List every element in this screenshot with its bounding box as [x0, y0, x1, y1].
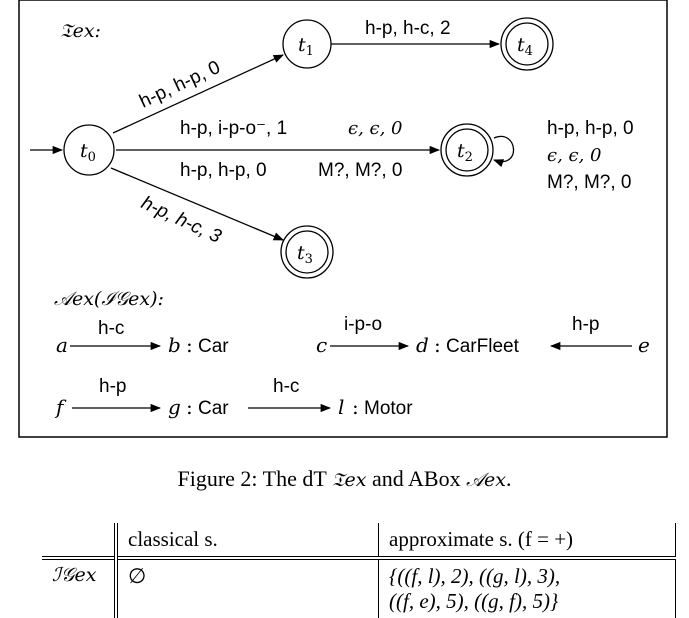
label-t0-t1: h-p, h-p, 0 [136, 57, 223, 113]
caption-a-symbol: 𝒜ex [466, 469, 507, 491]
state-t1: t1 [282, 19, 332, 69]
edge-t2-loop [493, 135, 515, 168]
abox-role-ab: h-c [98, 318, 124, 339]
state-t4: t4 [500, 17, 554, 71]
abox-colon-d: : [434, 333, 441, 357]
header-empty [42, 523, 118, 558]
abox-colon-b: : [186, 333, 193, 357]
caption-t-symbol: 𝔗ex [331, 469, 367, 491]
abox-role-cd: i-p-o [344, 314, 382, 335]
label-t1-t4: h-p, h-c, 2 [365, 18, 451, 39]
abox-d: d [416, 333, 429, 357]
abox-c: c [316, 333, 327, 357]
abox-colon-g: : [186, 395, 193, 419]
label-t0-t2-1: h-p, i-p-o⁻, 1 [180, 118, 287, 139]
abox-colon-l: : [352, 395, 359, 419]
state-t0: t0 [63, 124, 115, 176]
caption-prefix: Figure 2: The dT [177, 466, 332, 491]
table-row: ℐ𝒢ex ∅ {((f, l), 2), ((g, l), 3), ((f, e… [42, 558, 676, 618]
abox-g: g [168, 395, 181, 419]
row-approximate: {((f, l), 2), ((g, l), 3), ((f, e), 5), … [378, 558, 676, 618]
abox-title: 𝒜ex(ℐ𝒢ex): [54, 288, 164, 310]
edge-t0-t3 [110, 167, 284, 241]
dt-title: 𝔗ex: [60, 20, 101, 42]
label-t0-t2-2: ϵ, ϵ, 0 [348, 118, 403, 139]
label-loop-3: M?, M?, 0 [547, 172, 631, 193]
label-t0-t2-4: M?, M?, 0 [318, 160, 402, 181]
label-loop-1: h-p, h-p, 0 [547, 118, 634, 139]
table-header-row: classical s. approximate s. (f = +) [42, 523, 676, 558]
row-classical: ∅ [116, 558, 379, 618]
abox-g-type: Car [198, 398, 229, 419]
header-approximate: approximate s. (f = +) [378, 523, 676, 558]
row-approximate-line1: {((f, l), 2), ((g, l), 3), [389, 564, 561, 588]
abox-b-type: Car [198, 336, 229, 357]
abox-l: l [338, 395, 344, 419]
abox-l-type: Motor [364, 398, 413, 419]
label-t0-t3: h-p, h-c, 3 [138, 192, 225, 247]
caption-suffix: . [506, 466, 512, 491]
caption-middle: and ABox [366, 466, 467, 491]
abox-a: a [56, 333, 68, 357]
row-approximate-line2: ((f, e), 5), ((g, f), 5)} [389, 589, 559, 613]
label-loop-2: ϵ, ϵ, 0 [547, 145, 602, 166]
abox-b: b [168, 333, 181, 357]
dt-abox-diagram: 𝔗ex: t0 t1 t4 t2 t3 h-p, h-p, 0 h-p, h-c… [18, 0, 668, 438]
abox-f: f [54, 395, 67, 419]
edge-t0-t1 [112, 54, 284, 134]
header-classical: classical s. [116, 523, 379, 558]
label-t0-t2-3: h-p, h-p, 0 [180, 160, 267, 181]
abox-role-ed: h-p [572, 314, 599, 335]
abox-role-fg: h-p [99, 376, 126, 397]
abox-d-type: CarFleet [446, 336, 520, 357]
figure-frame [18, 0, 668, 438]
abox-e: e [638, 333, 650, 357]
results-table: classical s. approximate s. (f = +) ℐ𝒢ex… [42, 523, 676, 618]
figure-caption: Figure 2: The dT 𝔗ex and ABox 𝒜ex. [0, 466, 689, 492]
abox-role-gl: h-c [273, 376, 299, 397]
state-t2: t2 [440, 123, 494, 177]
row-label: ℐ𝒢ex [42, 558, 118, 618]
state-t3: t3 [280, 225, 334, 279]
